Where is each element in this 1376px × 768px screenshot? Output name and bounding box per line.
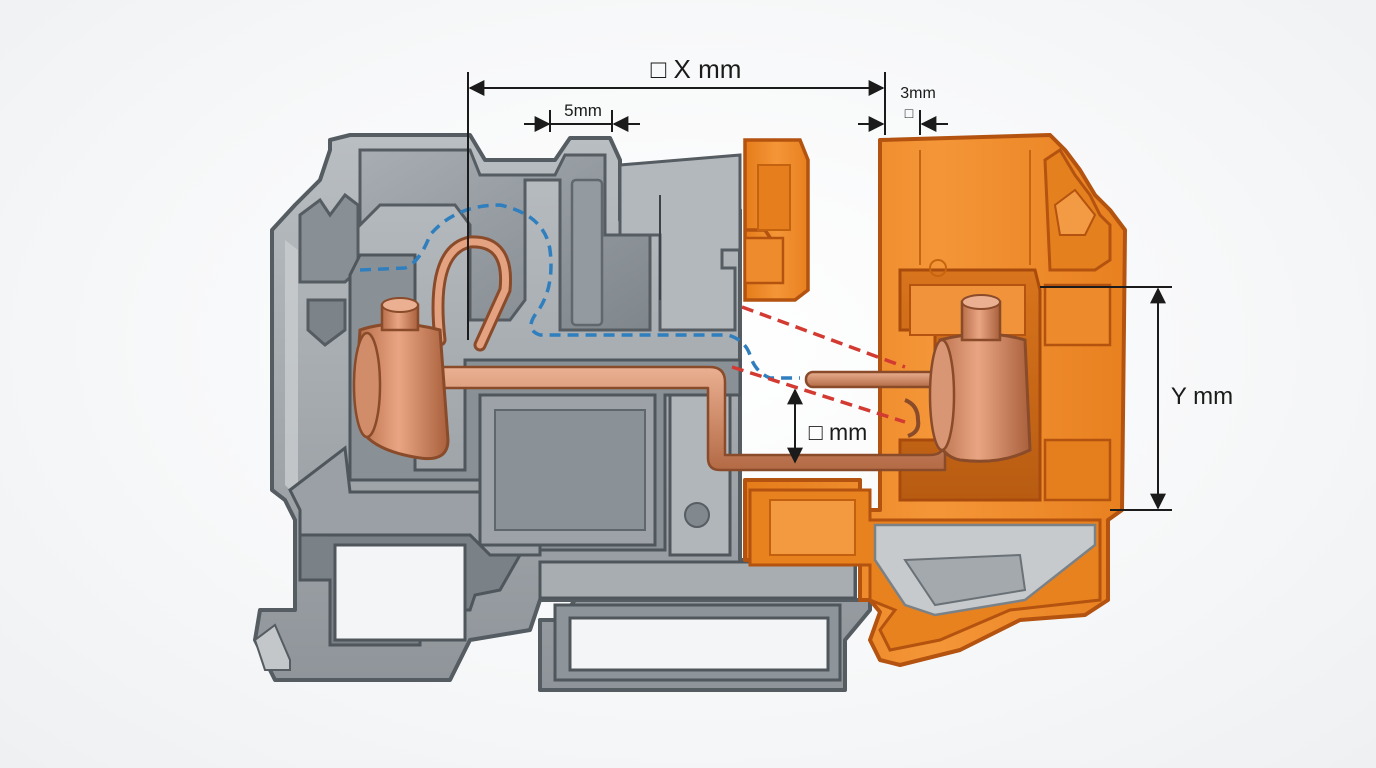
blue-dashed-path xyxy=(359,203,800,380)
red-dashed-line-upper xyxy=(741,305,906,369)
slot-width-label: 5mm xyxy=(564,101,602,120)
dimension-annotations xyxy=(467,72,1172,511)
lower-left-bracket xyxy=(288,445,542,557)
gap-width-label: 3mm xyxy=(900,85,936,102)
right-pin xyxy=(804,370,948,389)
red-dashed-line-lower xyxy=(731,365,906,424)
copper-conductor xyxy=(352,235,1032,472)
gray-housing xyxy=(253,133,872,692)
top-left-notches xyxy=(298,192,360,284)
overall-width-label: □ X mm xyxy=(651,54,742,84)
height-label: Y mm xyxy=(1171,383,1233,410)
pin-height-label: □ mm xyxy=(809,419,868,445)
gap-width-box: □ xyxy=(905,105,914,121)
